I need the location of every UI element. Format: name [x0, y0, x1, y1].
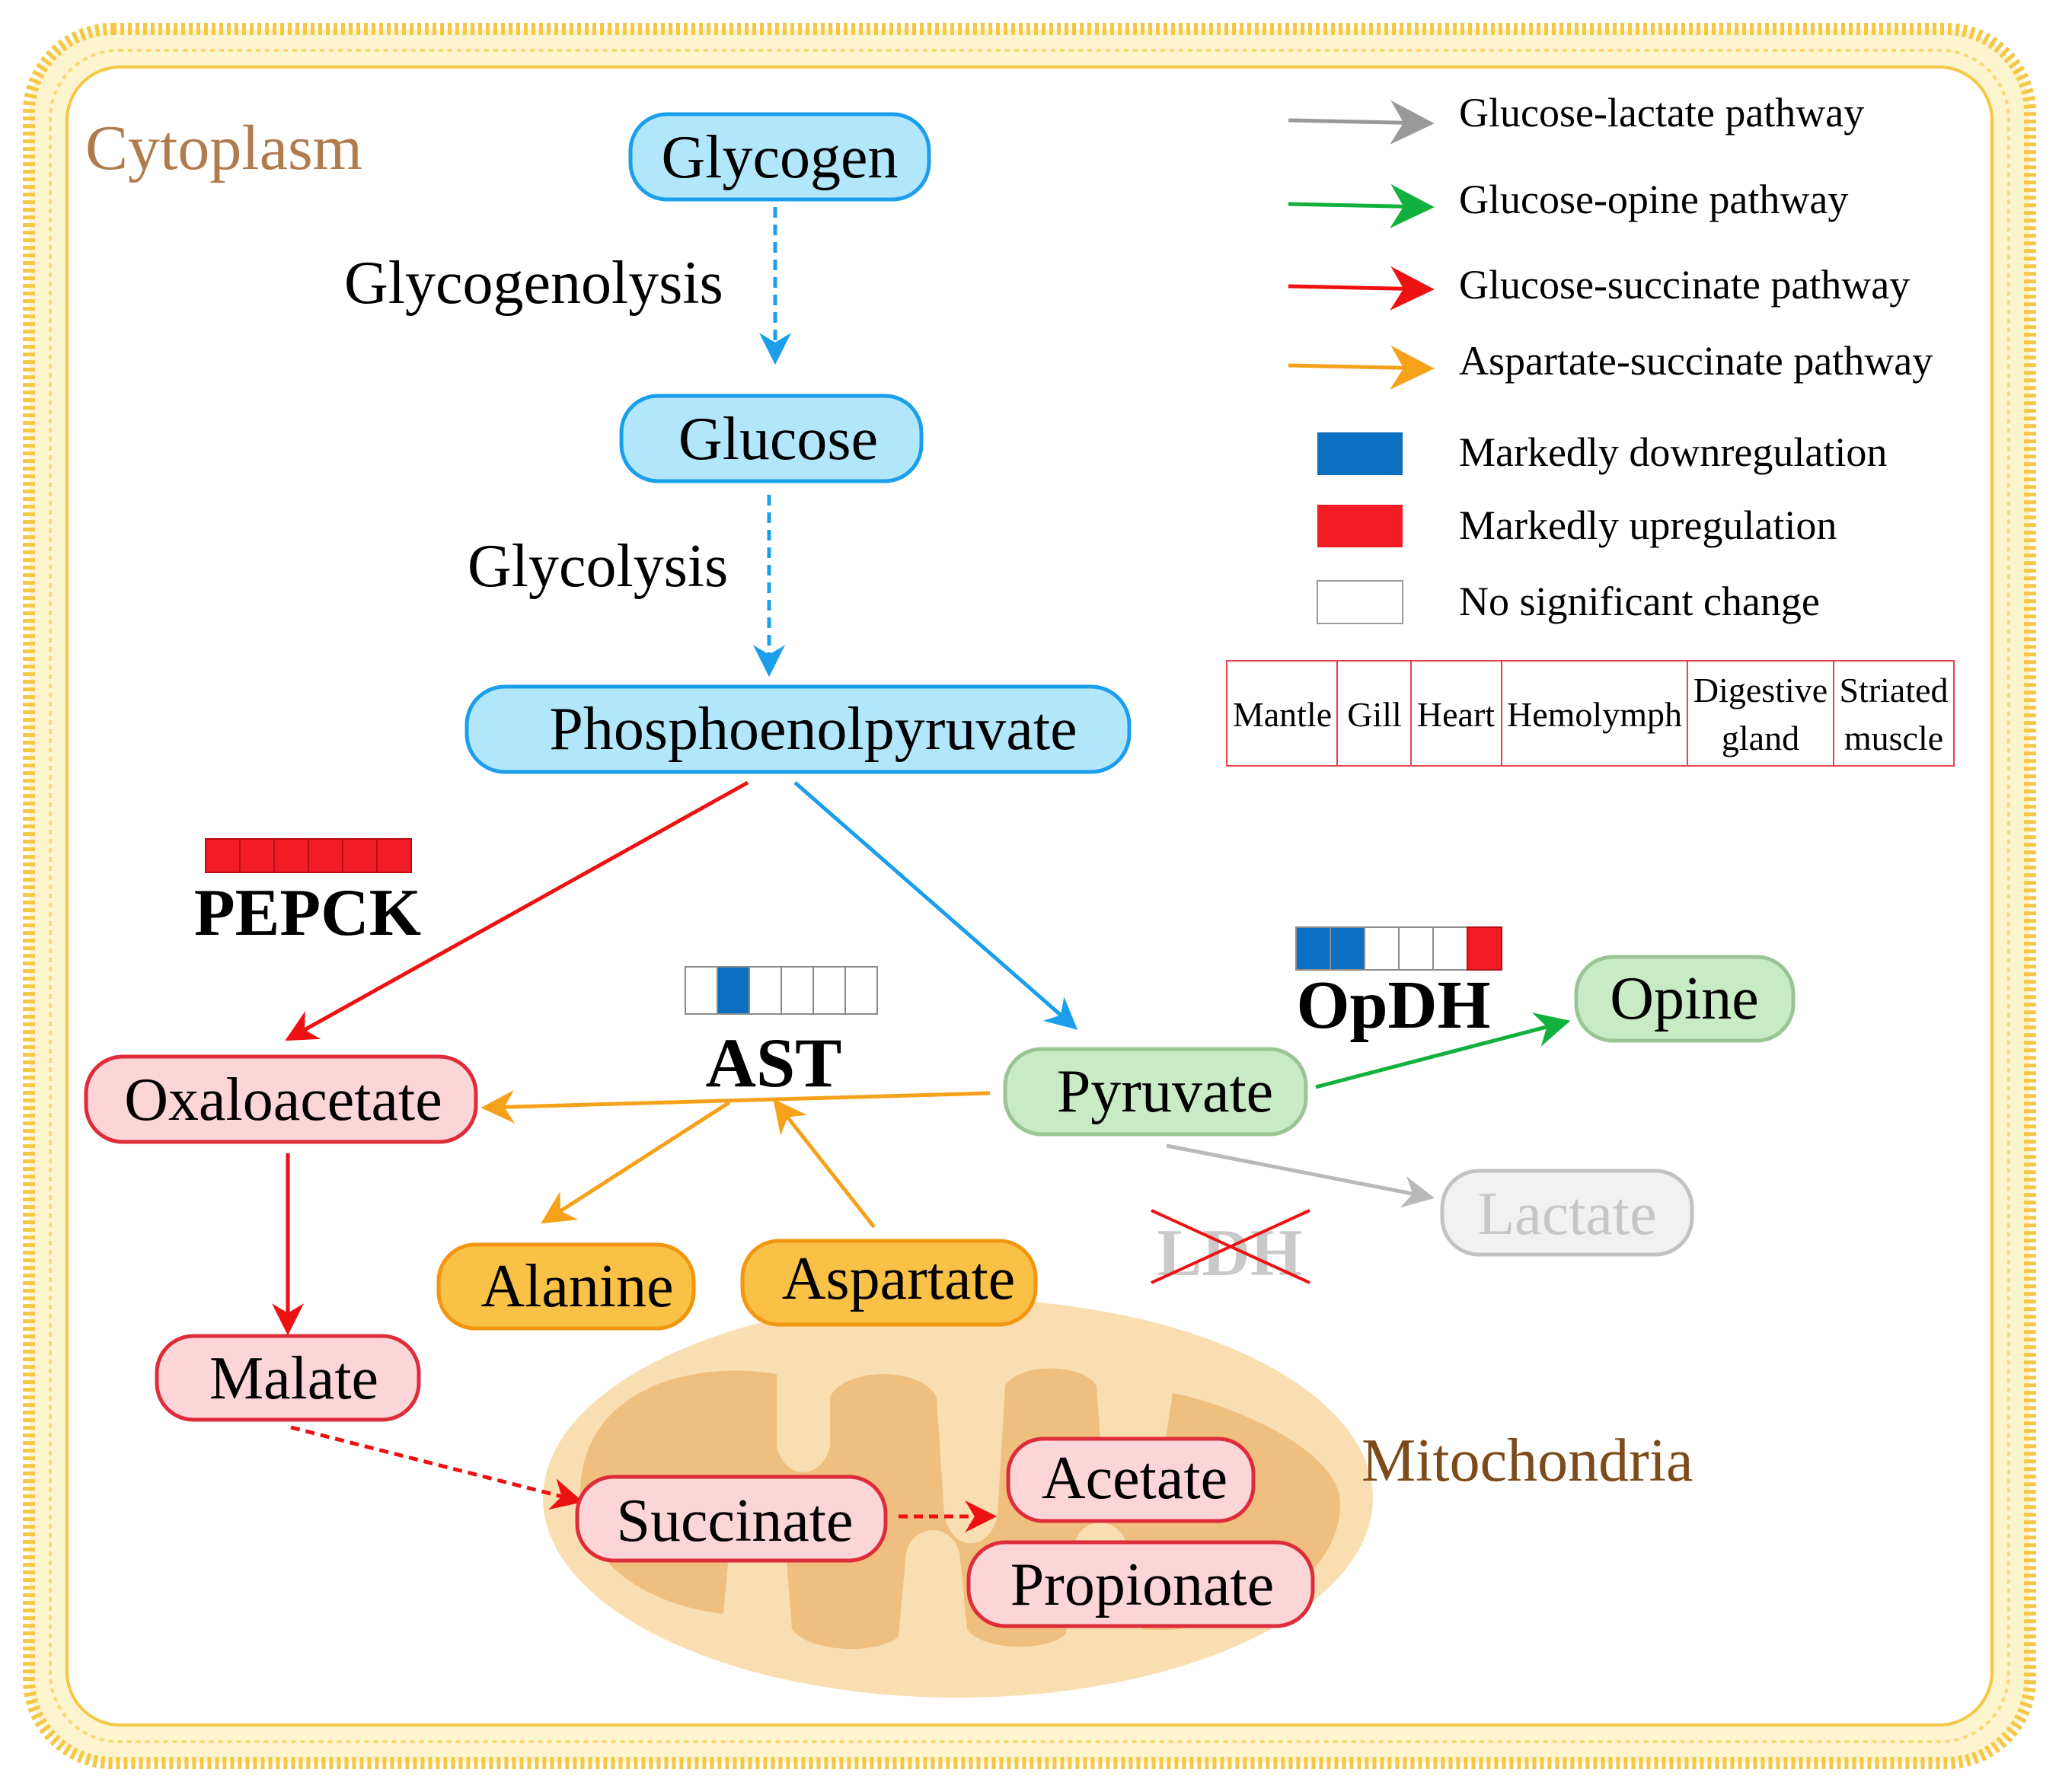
- legend: Glucose-lactate pathway Glucose-opine pa…: [1226, 90, 1955, 767]
- ast-cell-2: [717, 966, 750, 1015]
- node-alanine: Alanine: [436, 1242, 696, 1331]
- arrow-malate-succinate: [290, 1425, 584, 1510]
- ast-cell-3: [749, 966, 782, 1015]
- node-oxaloacetate: Oxaloacetate: [84, 1054, 478, 1144]
- legend-label-none: No significant change: [1459, 579, 1820, 624]
- pepck-cell-2: [239, 838, 275, 873]
- ast-cell-6: [844, 966, 878, 1015]
- tissue-hemolymph: Hemolymph: [1507, 695, 1682, 734]
- pepck-expression-bar: [205, 838, 412, 873]
- lactate-label: Lactate: [1477, 1181, 1656, 1248]
- legend-label-lactate: Glucose-lactate pathway: [1459, 90, 1864, 136]
- ast-label: AST: [706, 1024, 842, 1102]
- node-propionate: Propionate: [966, 1540, 1315, 1628]
- tissue-striated-line1: Striated: [1839, 671, 1948, 709]
- node-lactate: Lactate: [1440, 1169, 1694, 1257]
- legend-label-succinate: Glucose-succinate pathway: [1459, 262, 1910, 308]
- pepck-cell-1: [205, 838, 241, 873]
- malate-label: Malate: [209, 1345, 378, 1412]
- tissue-heart: Heart: [1417, 695, 1495, 734]
- opdh-cell-5: [1432, 926, 1468, 971]
- legend-arrow-aspartate: [1288, 345, 1435, 390]
- pepck-label: PEPCK: [194, 876, 421, 950]
- ldh-cross-line-b: [1151, 1209, 1310, 1284]
- arrow-pyruvate-opine: [1315, 1012, 1571, 1089]
- opdh-cell-6: [1467, 926, 1502, 971]
- node-glycogen: Glycogen: [628, 112, 931, 202]
- node-malate: Malate: [155, 1334, 421, 1422]
- alanine-label: Alanine: [480, 1253, 673, 1320]
- ast-cell-4: [781, 966, 814, 1015]
- legend-label-opine: Glucose-opine pathway: [1459, 177, 1848, 222]
- opdh-cell-4: [1398, 926, 1434, 971]
- enzyme-ast: AST: [685, 966, 878, 1102]
- opdh-cell-1: [1295, 926, 1331, 971]
- node-pyruvate: Pyruvate: [1003, 1047, 1308, 1137]
- legend-label-down: Markedly downregulation: [1459, 429, 1887, 475]
- acetate-label: Acetate: [1042, 1445, 1227, 1512]
- legend-arrow-lactate: [1288, 100, 1435, 145]
- node-glucose: Glucose: [619, 394, 924, 483]
- opdh-cell-2: [1330, 926, 1365, 971]
- enzyme-opdh: OpDH: [1295, 926, 1502, 1043]
- node-phosphoenolpyruvate: Phosphoenolpyruvate: [464, 684, 1132, 774]
- opdh-expression-bar: [1295, 926, 1502, 971]
- tissue-gill: Gill: [1347, 695, 1402, 734]
- glycolysis-label: Glycolysis: [468, 533, 728, 600]
- enzyme-pepck: PEPCK: [194, 838, 421, 950]
- aspartate-label: Aspartate: [782, 1245, 1016, 1312]
- legend-label-up: Markedly upregulation: [1459, 502, 1837, 548]
- mitochondria-label: Mitochondria: [1361, 1427, 1693, 1494]
- succinate-label: Succinate: [617, 1487, 854, 1554]
- pyruvate-label: Pyruvate: [1057, 1058, 1273, 1125]
- node-aspartate: Aspartate: [740, 1239, 1038, 1327]
- arrow-ast-alanine: [541, 1100, 731, 1224]
- pepck-cell-3: [273, 838, 309, 873]
- node-acetate: Acetate: [1006, 1436, 1256, 1523]
- legend-swatch-down: [1317, 432, 1403, 475]
- ldh-label: LDH: [1157, 1216, 1303, 1290]
- opdh-label: OpDH: [1296, 968, 1490, 1043]
- ast-cell-5: [812, 966, 846, 1015]
- arrow-pyruvate-oxaloacetate: [480, 1089, 991, 1124]
- pepck-cell-6: [376, 838, 412, 873]
- tissue-digestive-line2: gland: [1722, 719, 1799, 757]
- arrow-aspartate-ast: [773, 1098, 876, 1229]
- phosphoenolpyruvate-label: Phosphoenolpyruvate: [549, 696, 1077, 763]
- arrow-pyruvate-lactate: [1166, 1143, 1435, 1208]
- tissue-digestive-line1: Digestive: [1693, 671, 1828, 709]
- ast-expression-bar: [685, 966, 878, 1015]
- propionate-label: Propionate: [1010, 1551, 1275, 1618]
- arrow-pep-pyruvate: [793, 781, 1078, 1030]
- tissue-key-table: Mantle Gill Heart Hemolymph Digestive gl…: [1226, 660, 1955, 767]
- pathway-arrows: [272, 207, 1571, 1532]
- glycogenolysis-label: Glycogenolysis: [344, 250, 723, 317]
- node-opine: Opine: [1574, 955, 1796, 1043]
- cytoplasm-label: Cytoplasm: [85, 113, 362, 183]
- legend-label-aspartate: Aspartate-succinate pathway: [1459, 338, 1933, 384]
- legend-arrow-opine: [1288, 183, 1435, 228]
- enzyme-ldh-inhibited: LDH: [1151, 1209, 1310, 1290]
- legend-swatch-up: [1317, 505, 1403, 547]
- pepck-cell-4: [308, 838, 343, 873]
- opine-label: Opine: [1610, 965, 1759, 1032]
- glycogen-label: Glycogen: [661, 124, 898, 191]
- legend-arrow-succinate: [1288, 266, 1435, 311]
- oxaloacetate-label: Oxaloacetate: [124, 1067, 442, 1134]
- glucose-label: Glucose: [678, 406, 878, 473]
- arrow-pep-oxaloacetate: [285, 780, 749, 1041]
- legend-swatch-none: [1317, 580, 1403, 624]
- ast-cell-1: [685, 966, 718, 1015]
- pepck-cell-5: [342, 838, 378, 873]
- tissue-striated-line2: muscle: [1844, 719, 1943, 757]
- tissue-mantle: Mantle: [1233, 695, 1332, 734]
- node-succinate: Succinate: [575, 1475, 888, 1563]
- opdh-cell-3: [1364, 926, 1400, 971]
